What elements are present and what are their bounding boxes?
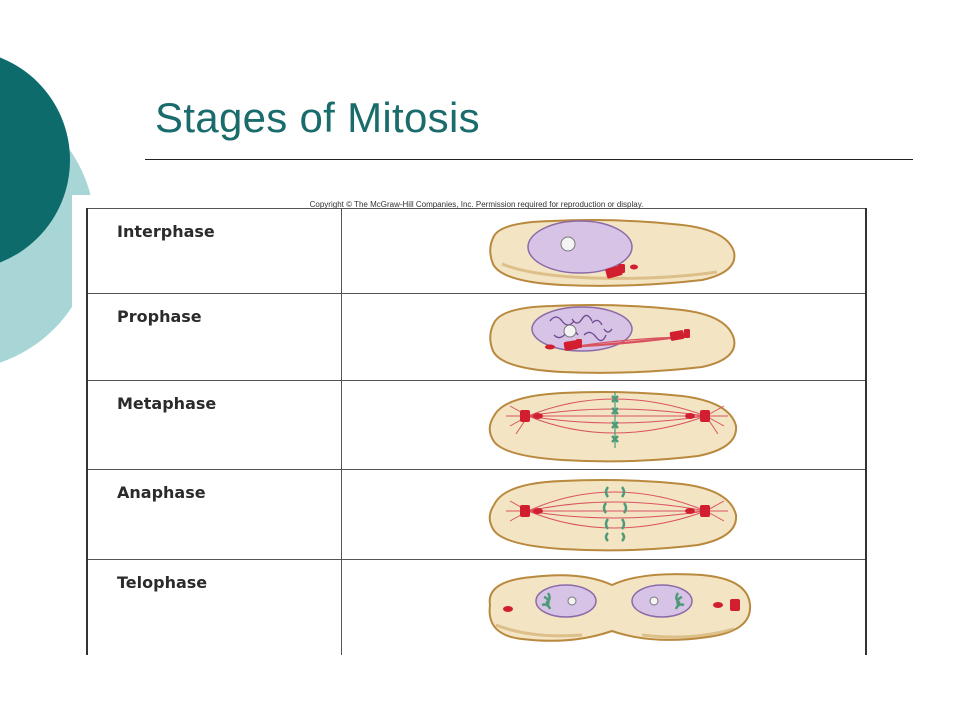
stage-name: Interphase [117, 222, 215, 241]
stages-table: Interphase Prophase [86, 208, 867, 655]
stage-name: Metaphase [117, 394, 217, 413]
stage-row-telophase: Telophase [86, 559, 867, 655]
slide-title: Stages of Mitosis [155, 94, 480, 141]
prophase-cell-icon [489, 304, 736, 374]
stage-row-prophase: Prophase [86, 293, 867, 381]
metaphase-cell-icon [488, 391, 738, 463]
stage-name: Prophase [117, 307, 202, 326]
anaphase-cell-icon [488, 479, 738, 552]
stage-row-interphase: Interphase [86, 208, 867, 294]
copyright-notice: Copyright © The McGraw-Hill Companies, I… [309, 200, 644, 209]
slide-decoration-circles [0, 57, 100, 363]
title-divider [145, 159, 913, 160]
telophase-cells-icon [488, 573, 752, 642]
stage-name: Telophase [117, 573, 208, 592]
interphase-cell-icon [489, 219, 736, 287]
stage-row-metaphase: Metaphase [86, 380, 867, 470]
stage-row-anaphase: Anaphase [86, 469, 867, 560]
stage-name: Anaphase [117, 483, 206, 502]
